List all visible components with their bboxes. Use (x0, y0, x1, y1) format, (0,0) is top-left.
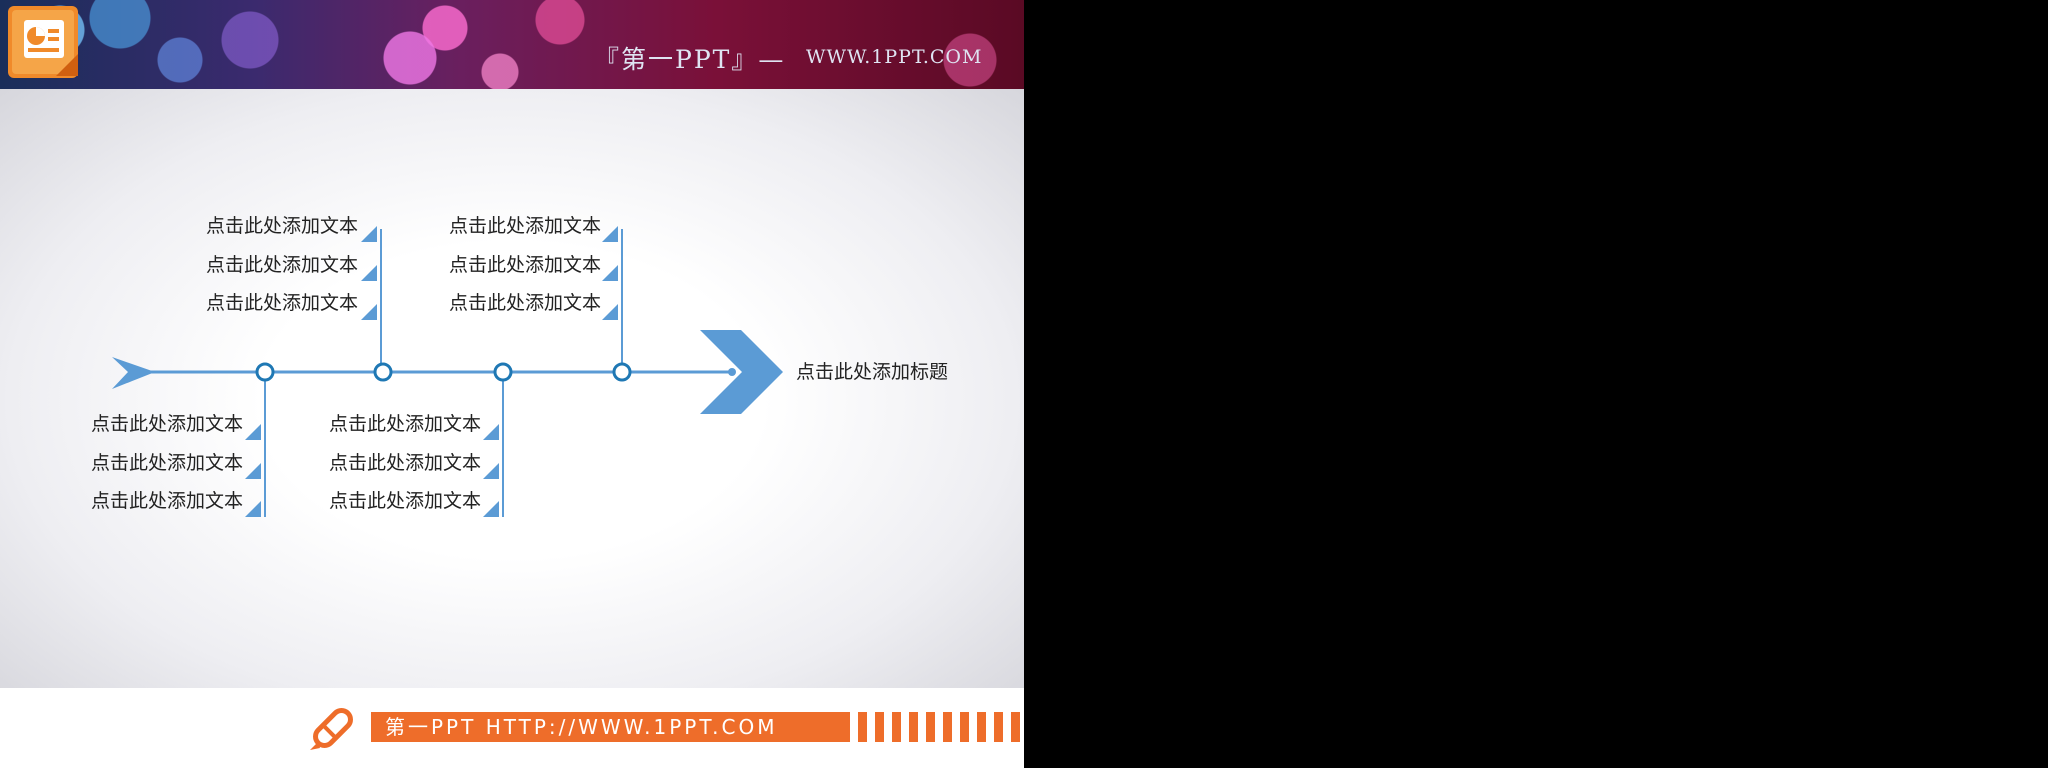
bullet-triangle (602, 226, 618, 242)
footer-bar (371, 712, 850, 742)
bullet-triangle (483, 424, 499, 440)
footer-stripes (858, 712, 1020, 742)
pencil-icon (310, 708, 353, 750)
node-circle (255, 362, 275, 382)
text-placeholder[interactable]: 点击此处添加文本 (329, 452, 482, 474)
footer-url-text[interactable]: 第一PPT HTTP://WWW.1PPT.COM (385, 715, 778, 739)
bullet-triangle (245, 463, 261, 479)
text-placeholder[interactable]: 点击此处添加文本 (91, 413, 244, 435)
text-placeholder[interactable]: 点击此处添加文本 (329, 413, 482, 435)
bullet-triangle (602, 265, 618, 281)
fish-head-shape (700, 330, 783, 414)
bullet-triangle (483, 463, 499, 479)
node-circle (373, 362, 393, 382)
bullet-triangle (361, 304, 377, 320)
banner-url: WWW.1PPT.COM (806, 46, 983, 68)
fish-tail-shape (112, 357, 155, 389)
spine-end-dot (728, 368, 736, 376)
slide: 『第一PPT』— WWW.1PPT.COM (0, 0, 1024, 768)
header-banner: 『第一PPT』— WWW.1PPT.COM (0, 0, 1024, 89)
banner-title: 『第一PPT』— (594, 45, 786, 74)
bullet-triangle (602, 304, 618, 320)
bullet-triangle (361, 265, 377, 281)
text-placeholder[interactable]: 点击此处添加文本 (449, 215, 602, 237)
footer: 第一PPT HTTP://WWW.1PPT.COM (0, 688, 1024, 768)
head-title[interactable]: 点击此处添加标题 (796, 361, 949, 383)
text-placeholder[interactable]: 点击此处添加文本 (206, 215, 359, 237)
text-placeholder[interactable]: 点击此处添加文本 (91, 452, 244, 474)
bullet-triangle (361, 226, 377, 242)
bullet-triangle (245, 501, 261, 517)
powerpoint-icon[interactable] (6, 4, 80, 82)
text-placeholder[interactable]: 点击此处添加文本 (206, 292, 359, 314)
text-placeholder[interactable]: 点击此处添加文本 (449, 254, 602, 276)
fishbone-diagram (112, 226, 783, 517)
text-placeholder[interactable]: 点击此处添加文本 (449, 292, 602, 314)
text-placeholder[interactable]: 点击此处添加文本 (329, 490, 482, 512)
node-circle (493, 362, 513, 382)
text-placeholder[interactable]: 点击此处添加文本 (91, 490, 244, 512)
bullet-triangle (483, 501, 499, 517)
text-placeholder[interactable]: 点击此处添加文本 (206, 254, 359, 276)
node-circle (612, 362, 632, 382)
bullet-triangle (245, 424, 261, 440)
content-area: 点击此处添加文本 点击此处添加文本 点击此处添加文本 点击此处添加文本 点击此处… (0, 89, 1024, 688)
